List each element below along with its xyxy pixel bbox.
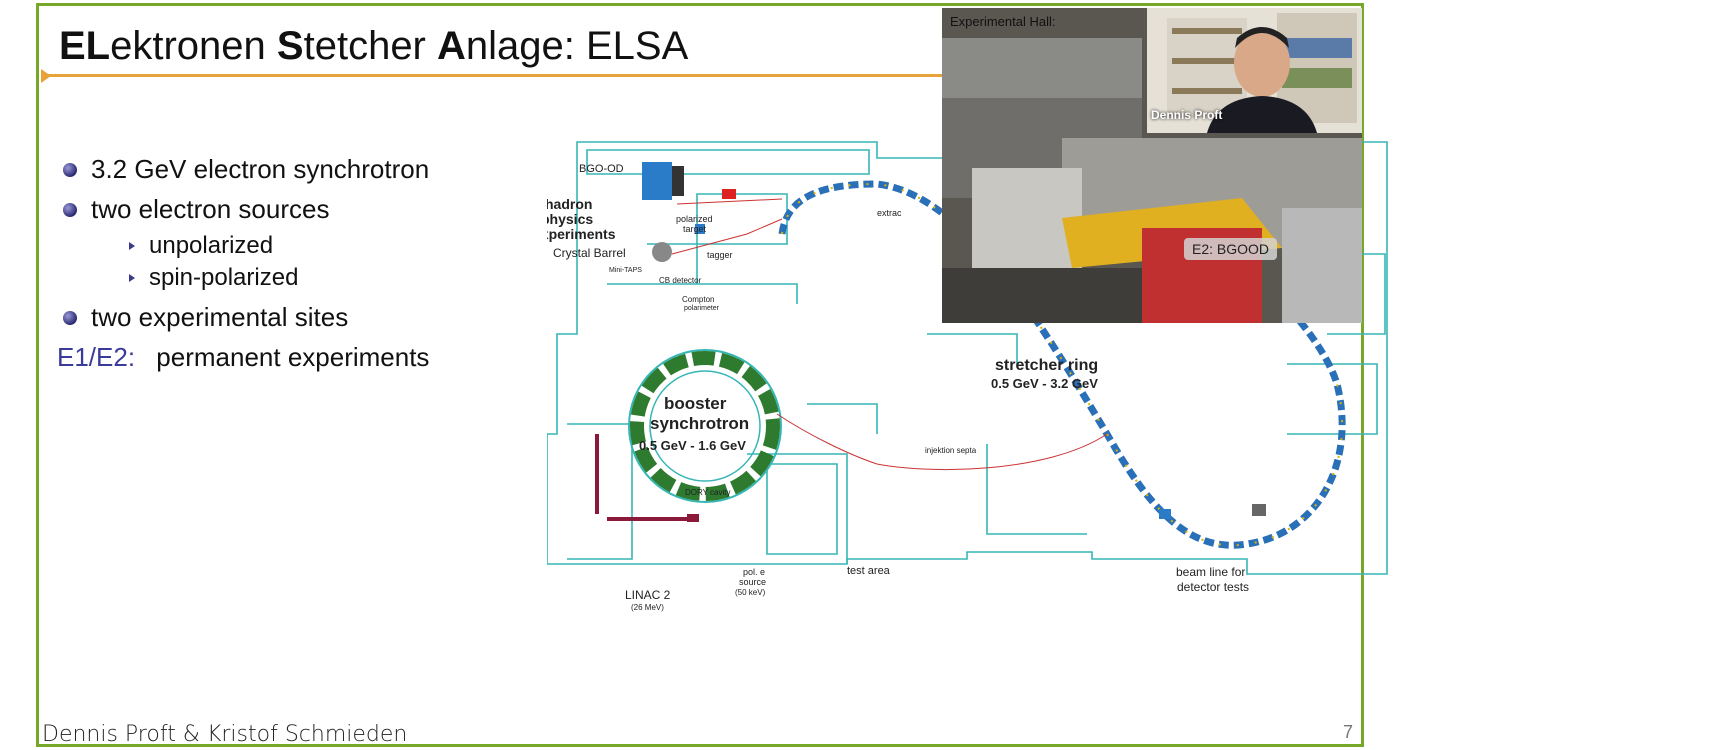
beam-dump-box — [1252, 504, 1266, 516]
label-injection-septa: injektion septa — [925, 446, 977, 455]
floorplan-svg: BGO-OD hadron physics experiments Crysta… — [547, 141, 1388, 612]
label-polarized: polarized — [676, 214, 713, 224]
label-compton: Compton — [682, 295, 714, 304]
label-stretcher-energy: 0.5 GeV - 3.2 GeV — [991, 376, 1098, 391]
label-source-energy: (50 keV) — [735, 588, 766, 597]
video-feed-experimental-hall[interactable]: Experimental Hall: Dennis Proft E2: BGOO… — [942, 8, 1362, 323]
bgo-od-detector — [642, 162, 736, 200]
booster-synchrotron-ring — [628, 349, 782, 503]
bullet-list: 3.2 GeV electron synchrotron two electro… — [57, 151, 429, 379]
bullet-text: two experimental sites — [91, 302, 349, 332]
label-pol-e: pol. e — [743, 567, 765, 577]
bullet-dot-icon — [63, 163, 77, 177]
label-physics: physics — [547, 211, 593, 227]
label-stretcher-ring: stretcher ring — [995, 357, 1098, 374]
speaker-image — [1147, 8, 1362, 133]
bullet-item: 3.2 GeV electron synchrotron — [61, 151, 429, 191]
title-underline — [45, 74, 985, 77]
sub-bullet-item: spin-polarized — [61, 263, 429, 295]
title-segment: S — [276, 24, 304, 68]
label-tagger: tagger — [707, 250, 733, 260]
definition-key: E1/E2: — [57, 342, 136, 372]
label-booster-energy: 0.5 GeV - 1.6 GeV — [639, 438, 746, 453]
label-linac: LINAC 2 — [625, 588, 671, 602]
speaker-name: Dennis Proft — [1151, 108, 1223, 122]
page-number: 7 — [1342, 722, 1353, 742]
title-segment: tetcher — [303, 24, 437, 68]
label-mini-taps: Mini-TAPS — [609, 267, 642, 274]
bullet-dot-icon — [63, 311, 77, 325]
bullet-item: two electron sources — [61, 191, 429, 231]
sub-bullet-text: spin-polarized — [149, 264, 299, 291]
title-segment: nlage: ELSA — [465, 24, 689, 68]
linac-beamline — [595, 434, 699, 522]
label-beam-line: beam line for — [1176, 565, 1245, 579]
bullet-dot-icon — [63, 203, 77, 217]
sub-bullet-item: unpolarized — [61, 231, 429, 263]
speaker-video-tile[interactable]: Dennis Proft — [1147, 8, 1362, 133]
video-title: Experimental Hall: — [950, 14, 1056, 29]
label-cb-detector: CB detector — [659, 276, 702, 285]
title-underline-arrow — [41, 69, 51, 83]
label-crystal-barrel: Crystal Barrel — [553, 246, 626, 260]
bullet-text: 3.2 GeV electron synchrotron — [91, 154, 430, 184]
slide-title: ELektronen Stetcher Anlage: ELSA — [59, 24, 688, 69]
transfer-line — [776, 413, 1108, 471]
label-polarimeter: polarimeter — [684, 305, 720, 312]
beam-line-to-experiments — [671, 198, 783, 255]
slide-footer: Dennis Proft & Kristof Schmieden — [42, 722, 408, 747]
definition-line: E1/E2: permanent experiments — [57, 339, 429, 379]
crystal-barrel-detector — [652, 224, 705, 262]
video-location-badge: E2: BGOOD — [1184, 238, 1278, 260]
label-experiments: experiments — [547, 226, 616, 242]
triangle-bullet-icon — [129, 242, 135, 250]
label-detector-tests: detector tests — [1177, 580, 1249, 594]
sub-bullet-text: unpolarized — [149, 232, 274, 259]
title-segment: A — [437, 24, 466, 68]
title-segment: ektronen — [110, 24, 277, 68]
label-target: target — [683, 224, 707, 234]
label-extraction: extrac — [877, 208, 902, 218]
beamline-detector-box — [1159, 509, 1171, 519]
title-segment: EL — [59, 24, 111, 68]
label-dory-cavity: DORY cavity — [685, 488, 731, 497]
label-source: source — [739, 577, 766, 587]
label-hadron: hadron — [547, 196, 592, 212]
label-synchrotron: synchrotron — [650, 414, 749, 433]
definition-value: permanent experiments — [156, 342, 430, 372]
label-bgo-od: BGO-OD — [579, 163, 624, 175]
label-test-area: test area — [847, 565, 891, 577]
elsa-floorplan-diagram: BGO-OD hadron physics experiments Crysta… — [547, 134, 1407, 619]
label-linac-energy: (26 MeV) — [631, 603, 664, 612]
label-booster: booster — [664, 394, 727, 413]
bullet-text: two electron sources — [91, 194, 330, 224]
triangle-bullet-icon — [129, 274, 135, 282]
bullet-item: two experimental sites — [61, 299, 429, 339]
